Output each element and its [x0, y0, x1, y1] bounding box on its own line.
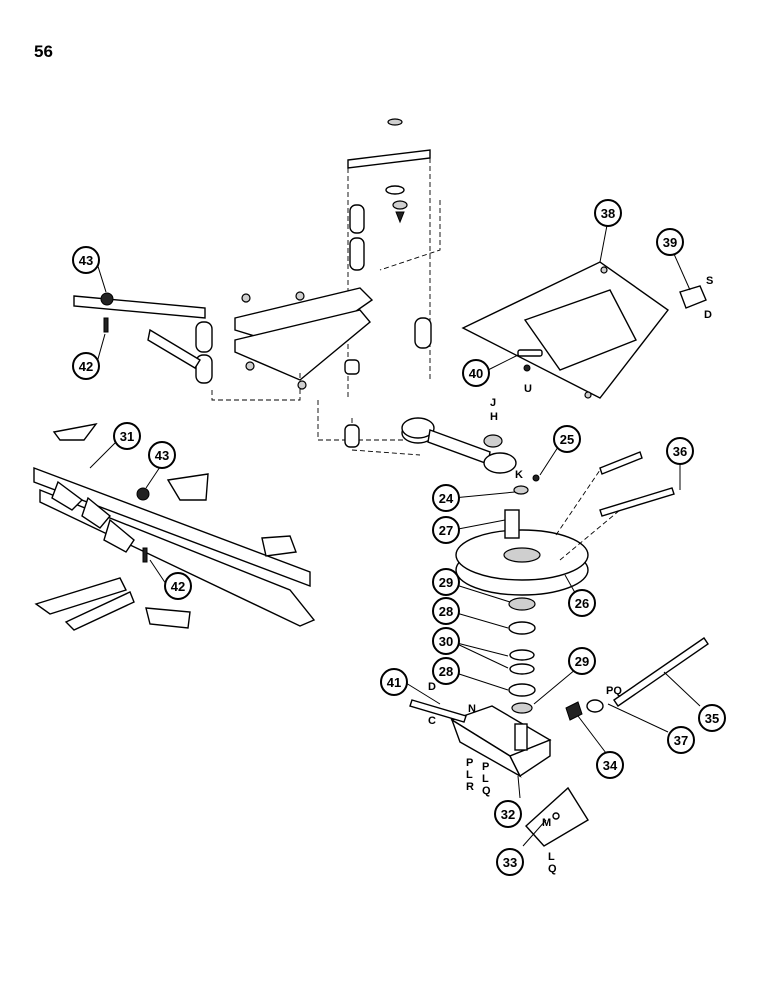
- letter-h: H: [490, 411, 498, 423]
- callout-29-lower: 29: [568, 647, 596, 675]
- letter-33-l: L: [548, 851, 555, 863]
- svg-text:41: 41: [387, 675, 401, 690]
- pitman-arm: [344, 417, 517, 474]
- callout-26: 26: [568, 589, 596, 617]
- callout-42-top: 42: [72, 352, 100, 380]
- letter-32-l2: L: [482, 773, 489, 785]
- svg-text:32: 32: [501, 807, 515, 822]
- bearing-stack: [508, 597, 536, 714]
- svg-text:43: 43: [79, 253, 93, 268]
- svg-text:34: 34: [603, 758, 618, 773]
- letter-32-l1: L: [466, 769, 473, 781]
- letter-32-p1: P: [466, 757, 473, 769]
- letter-codes: S D U J H K D C N P L R P L Q PQ M L Q: [428, 275, 713, 875]
- svg-text:38: 38: [601, 206, 615, 221]
- pulley: [455, 469, 621, 596]
- letter-j: J: [490, 397, 496, 409]
- letter-39-d: D: [704, 309, 712, 321]
- hardware: [517, 285, 707, 482]
- callout-40: 40: [462, 359, 490, 387]
- drive-rods: [599, 451, 675, 517]
- svg-text:30: 30: [439, 634, 453, 649]
- letter-k: K: [515, 469, 523, 481]
- knife-bar: [33, 422, 316, 631]
- callout-41: 41: [380, 668, 408, 696]
- callout-38: 38: [594, 199, 622, 227]
- letter-32-q: Q: [482, 785, 491, 797]
- callout-27: 27: [432, 516, 460, 544]
- callout-39: 39: [656, 228, 684, 256]
- svg-text:25: 25: [560, 432, 574, 447]
- svg-text:43: 43: [155, 448, 169, 463]
- svg-text:26: 26: [575, 596, 589, 611]
- svg-text:42: 42: [79, 359, 93, 374]
- callout-30: 30: [432, 627, 460, 655]
- svg-text:29: 29: [575, 654, 589, 669]
- bracket: [525, 786, 589, 847]
- svg-text:31: 31: [120, 429, 134, 444]
- svg-text:28: 28: [439, 604, 453, 619]
- svg-text:33: 33: [503, 855, 517, 870]
- letter-33-q: Q: [548, 863, 557, 875]
- svg-text:37: 37: [674, 733, 688, 748]
- letter-n: N: [468, 703, 476, 715]
- svg-text:27: 27: [439, 523, 453, 538]
- svg-text:35: 35: [705, 711, 719, 726]
- callout-24: 24: [432, 484, 460, 512]
- letter-32-p2: P: [482, 761, 489, 773]
- callout-25: 25: [553, 425, 581, 453]
- svg-text:36: 36: [673, 444, 687, 459]
- callout-36: 36: [666, 437, 694, 465]
- page-number: 56: [34, 42, 53, 61]
- letter-33-m: M: [542, 817, 551, 829]
- letter-39-s: S: [706, 275, 713, 287]
- gearbox-housing: [409, 699, 552, 778]
- svg-text:24: 24: [439, 491, 454, 506]
- lever-arm: [73, 292, 206, 369]
- svg-text:28: 28: [439, 664, 453, 679]
- callout-34: 34: [596, 751, 624, 779]
- callout-28-upper: 28: [432, 597, 460, 625]
- svg-text:40: 40: [469, 366, 483, 381]
- svg-text:29: 29: [439, 575, 453, 590]
- callout-43-top: 43: [72, 246, 100, 274]
- svg-text:39: 39: [663, 235, 677, 250]
- letter-41-d: D: [428, 681, 436, 693]
- callout-37: 37: [667, 726, 695, 754]
- callout-29-upper: 29: [432, 568, 460, 596]
- letter-40-u: U: [524, 383, 532, 395]
- letter-41-c: C: [428, 715, 436, 727]
- callout-43-mid: 43: [148, 441, 176, 469]
- callout-33: 33: [496, 848, 524, 876]
- leader-lines: [89, 219, 701, 847]
- upper-mount-assembly: [195, 118, 441, 441]
- letter-32-r: R: [466, 781, 474, 793]
- svg-text:42: 42: [171, 579, 185, 594]
- callout-42-mid: 42: [164, 572, 192, 600]
- adjuster: [565, 637, 709, 721]
- callout-31: 31: [113, 422, 141, 450]
- callout-32: 32: [494, 800, 522, 828]
- callout-28-lower: 28: [432, 657, 460, 685]
- shield-plate: [461, 261, 670, 399]
- letter-37-pq: PQ: [606, 685, 622, 697]
- callout-35: 35: [698, 704, 726, 732]
